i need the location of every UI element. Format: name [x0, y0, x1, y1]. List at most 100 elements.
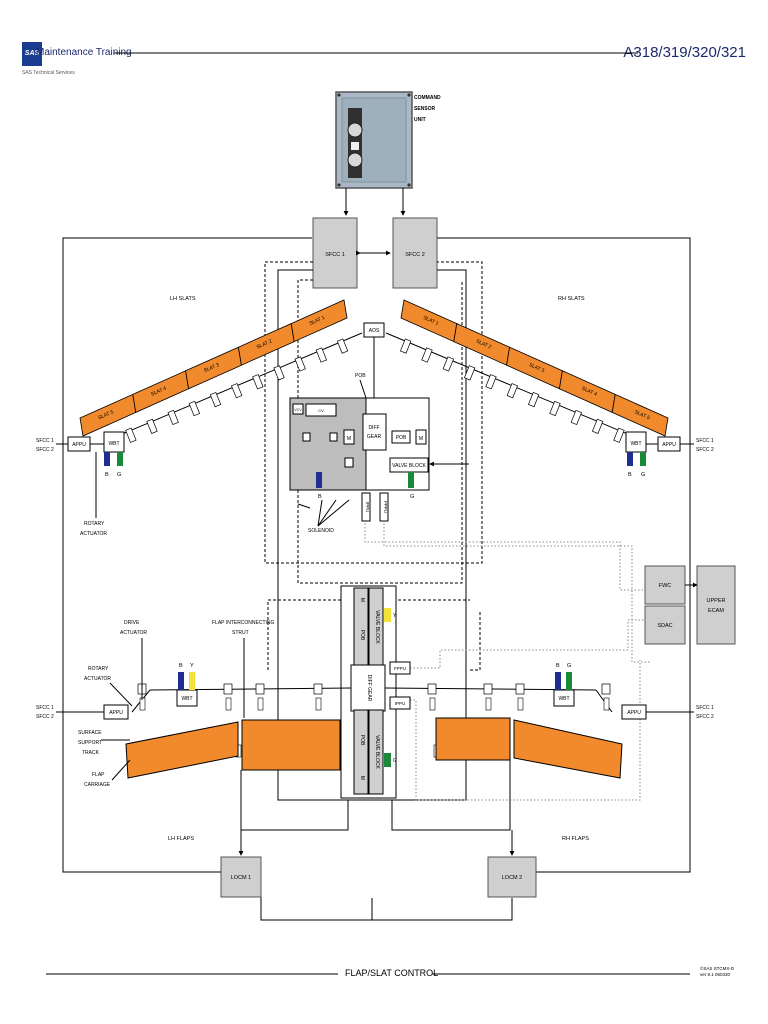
slat-g-label: G	[410, 494, 414, 500]
flap-fppu: FPPU	[389, 661, 411, 675]
flap-ippu-label: IPPU	[395, 701, 406, 706]
lh-slat-sfcc1: SFCC 1	[36, 438, 54, 444]
lh-slat-sfcc2: SFCC 2	[36, 447, 54, 453]
slat-b-label: B	[318, 494, 322, 500]
lh-flap-wbt: WBT	[176, 672, 198, 707]
upper-ecam-label-2: ECAM	[708, 608, 724, 614]
slat-rotary-actuator	[188, 400, 201, 417]
rh-flap-sfcc1: SFCC 1	[696, 705, 714, 711]
slat-ippu-label: IPPU	[365, 502, 370, 513]
slat-valve-block: VALVE BLOCK	[392, 463, 426, 469]
rh-flap-g: G	[567, 663, 571, 669]
rh-flap-appu: APPU	[621, 704, 647, 720]
lh-flap-y: Y	[190, 663, 194, 669]
locm-2-box: LOCM 2	[487, 856, 537, 898]
slat-motor-left: M	[347, 436, 351, 442]
flap-diff-gear: DIFF GEAR	[366, 675, 372, 702]
drive-actuator-1: DRIVE	[124, 620, 140, 626]
lh-slat-appu: APPU	[67, 436, 91, 452]
carriage-label-1: FLAP	[92, 772, 105, 778]
slat-rotary-actuator	[570, 409, 582, 426]
rh-slat-sfcc1: SFCC 1	[696, 438, 714, 444]
flap-pob-top: POB	[359, 630, 365, 641]
flap-motor-bottom: M	[359, 776, 365, 780]
flap-shaft-joint	[223, 683, 233, 695]
rh-slat-b: B	[628, 472, 632, 478]
dashed-flap-loop	[297, 279, 463, 584]
lh-flap-appu: APPU	[103, 704, 129, 720]
flap-track-actuator	[603, 697, 610, 711]
slat-rotary-actuator	[294, 356, 306, 372]
slat-rotary-actuator	[442, 356, 454, 372]
rh-slat-panel	[611, 393, 669, 437]
slat-pcu: VCV CV M DIFF GEAR POB M VALVE BLOCK	[289, 397, 430, 491]
slat-rotary-actuator	[125, 427, 137, 443]
flap-valve-block-top: VALVE BLOCK	[374, 610, 380, 644]
lh-flap-inboard	[241, 719, 341, 771]
slat-rotary-actuator	[591, 418, 604, 434]
rh-flaps-label: RH FLAPS	[562, 836, 589, 842]
outer-loop-right	[434, 237, 691, 873]
slat-rotary-actuator	[167, 409, 179, 426]
footer-copyright: ©SAS STCMX-D ver 9.1 060330	[700, 966, 734, 978]
flap-shaft-joint	[427, 683, 437, 695]
lh-flap-outboard	[125, 721, 239, 779]
slat-rotary-actuator	[421, 347, 433, 363]
slat-rotary-actuator	[315, 347, 328, 363]
slat-rotary-actuators	[125, 338, 625, 443]
track-label-2: SUPPORT	[78, 740, 102, 746]
sdac-box: SDAC	[644, 605, 686, 645]
command-sensor-unit: COMMAND SENSOR UNIT	[335, 91, 441, 189]
sas-logo: SAS	[22, 42, 42, 66]
dashed-slat-loop	[264, 261, 483, 564]
rh-flap-wbt-label: WBT	[558, 696, 569, 702]
rh-flap-outboard	[513, 719, 623, 779]
lh-flap-appu-label: APPU	[109, 710, 123, 716]
carriage-label-2: CARRIAGE	[84, 782, 111, 788]
lh-flap-sfcc1: SFCC 1	[36, 705, 54, 711]
header-title: Maintenance Training	[36, 47, 132, 58]
aos-box: AOS	[363, 322, 385, 338]
dotted-fwc-link	[364, 520, 645, 591]
sfcc-2-label: SFCC 2	[405, 252, 425, 258]
dashed-flap-sensor-r	[470, 610, 481, 671]
flap-pcu-y: Y	[393, 613, 397, 619]
csu-label-3: UNIT	[414, 117, 426, 123]
flap-track-actuator	[429, 697, 436, 711]
sfcc-2-box: SFCC 2	[392, 217, 438, 289]
sdac-label: SDAC	[657, 623, 672, 629]
flap-fppu-label: FPPU	[394, 666, 406, 671]
flap-rotary-actuator-1: ROTARY	[88, 666, 109, 672]
slat-motor-right: M	[419, 436, 423, 442]
rh-flap-wbt: WBT	[553, 672, 575, 707]
flap-rotary-callout	[109, 682, 133, 707]
dotted-sdac-link	[383, 520, 650, 663]
flap-shaft-joint	[313, 683, 323, 695]
solenoid-callout-b	[317, 499, 323, 527]
pob-callout-line	[359, 379, 367, 399]
rh-slat-wbt-label: WBT	[630, 441, 641, 447]
slat-rotary-actuator	[613, 427, 625, 443]
slat-ippu: IPPU	[361, 492, 371, 522]
flap-strut-2: STRUT	[232, 630, 249, 636]
flap-rotary-actuator-2: ACTUATOR	[84, 676, 111, 682]
flap-valve-block-bottom: VALVE BLOCK	[374, 735, 380, 769]
slat-rotary-actuator	[399, 338, 412, 354]
rh-slat-g: G	[641, 472, 645, 478]
rh-flap-inboard	[435, 717, 511, 761]
slat-rotary-actuator	[231, 383, 243, 399]
slat-rotary-actuator	[252, 374, 264, 390]
rh-slat-wbt: WBT	[625, 431, 647, 466]
copyright-text: ©SAS STCMX-D	[700, 966, 735, 971]
upper-ecam-label-1: UPPER	[707, 598, 726, 604]
solenoid-callout-a	[297, 503, 311, 509]
lh-slat-b: B	[105, 472, 109, 478]
locm-2-label: LOCM 2	[502, 875, 522, 881]
lh-slats-label: LH SLATS	[170, 296, 196, 302]
slat-pob-label: POB	[396, 435, 407, 441]
solenoid-callout-c	[317, 499, 337, 527]
fwc-box: FWC	[644, 565, 686, 605]
locm2-feed	[391, 760, 511, 831]
flap-track-actuator	[517, 697, 524, 711]
flap-track-actuator	[485, 697, 492, 711]
